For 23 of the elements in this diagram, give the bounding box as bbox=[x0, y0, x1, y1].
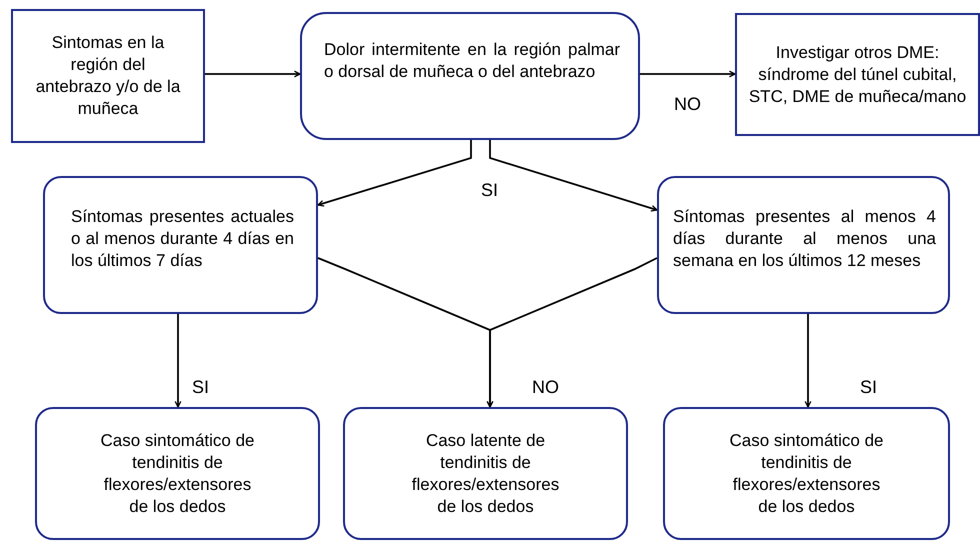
arrow bbox=[317, 140, 472, 207]
node-text: Síntomas presentes actuales o al menos durante 4 días en los últimos 7 días bbox=[71, 206, 294, 272]
arrow bbox=[640, 70, 736, 78]
arrow bbox=[205, 70, 301, 78]
node-text: Investigar otros DME: síndrome del túnel cubital, STC, DME de muñeca/mano bbox=[748, 42, 968, 108]
node-text: Síntomas presentes al menos 4 días durante al menos una semana en los últimos 12 meses bbox=[673, 206, 936, 272]
rounded-process-box bbox=[657, 176, 950, 314]
arrow bbox=[804, 314, 812, 408]
rounded-process-box bbox=[300, 12, 640, 140]
arrow bbox=[174, 314, 182, 408]
arrow bbox=[489, 140, 658, 212]
rounded-process-box bbox=[43, 176, 318, 314]
node-text: Caso sintomático de tendinitis de flexores/extensores de los dedos bbox=[99, 430, 256, 518]
process-box bbox=[11, 9, 205, 143]
node-text: Caso sintomático de tendinitis de flexores/extensores de los dedos bbox=[728, 430, 885, 518]
node-text: Dolor intermitente en la región palmar o dorsal de muñeca o del antebrazo bbox=[324, 39, 620, 83]
node-text: Sintomas en la región del antebrazo y/o de la muñeca bbox=[35, 32, 181, 120]
rounded-process-box bbox=[343, 407, 628, 540]
rounded-process-box bbox=[663, 407, 950, 540]
rounded-process-box bbox=[35, 407, 320, 540]
arrow bbox=[486, 257, 658, 408]
process-box bbox=[735, 13, 980, 136]
node-text: Caso latente de tendinitis de flexores/extensores de los dedos bbox=[410, 430, 560, 518]
